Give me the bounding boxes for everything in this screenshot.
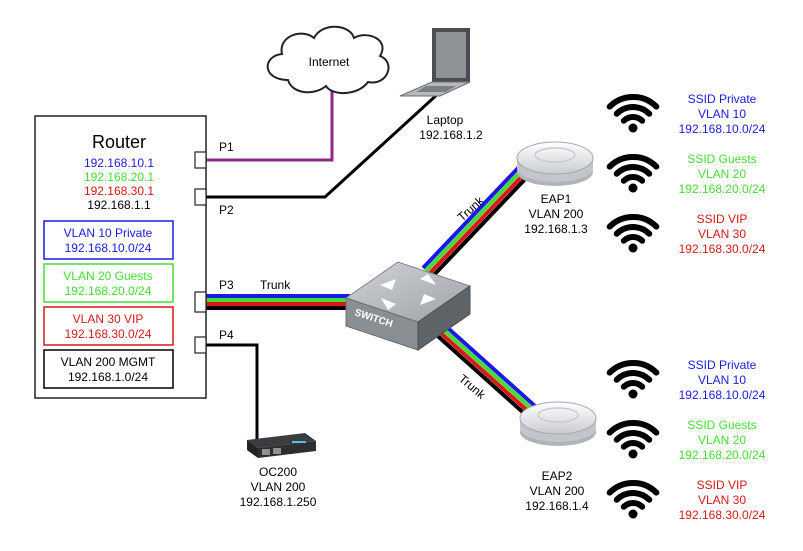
vlan-box-mgmt: VLAN 200 MGMT 192.168.1.0/24 <box>43 349 174 389</box>
ssid-name: SSID Private <box>688 92 757 106</box>
trunk-switch-eap2 <box>429 319 547 426</box>
ssid-name: SSID Guests <box>687 152 756 166</box>
vlan10-name: VLAN 10 Private <box>64 226 153 240</box>
port-p1 <box>194 151 207 169</box>
vlan-box-vlan20: VLAN 20 Guests 192.168.20.0/24 <box>43 263 174 303</box>
port-label-p2: P2 <box>219 203 234 217</box>
wifi-icon <box>606 420 660 459</box>
router-ip-vlan10: 192.168.10.1 <box>84 156 154 170</box>
wifi-icon <box>606 360 660 399</box>
eap2-access-point-icon <box>519 401 597 446</box>
vlan20-subnet: 192.168.20.0/24 <box>65 284 152 298</box>
port-p2 <box>194 188 207 206</box>
vlan10-subnet: 192.168.10.0/24 <box>65 241 152 255</box>
ssid-name: SSID VIP <box>697 478 748 492</box>
ssid-subnet: 192.168.30.0/24 <box>679 242 766 256</box>
vlan-box-vlan10: VLAN 10 Private 192.168.10.0/24 <box>43 220 174 260</box>
wifi-icon <box>606 94 660 133</box>
port-label-p3: P3 <box>219 278 234 292</box>
router-ip-vlan20: 192.168.20.1 <box>84 170 154 184</box>
trunk-router-switch <box>205 294 350 310</box>
oc200-vlan: VLAN 200 <box>251 480 306 494</box>
eap2-vlan: VLAN 200 <box>530 484 585 498</box>
router: Router 192.168.10.1 192.168.20.1 192.168… <box>34 115 207 399</box>
oc200-name: OC200 <box>259 465 297 479</box>
laptop-link <box>205 90 442 199</box>
mgmt-subnet: 192.168.1.0/24 <box>68 370 148 384</box>
laptop-ip: 192.168.1.2 <box>419 128 483 142</box>
wifi-icon <box>606 154 660 193</box>
eap1-ip: 192.168.1.3 <box>524 222 588 236</box>
ssid-vlan: VLAN 10 <box>698 373 746 387</box>
eap2-name: EAP2 <box>542 469 573 483</box>
wifi-icon <box>606 480 660 519</box>
ssid-subnet: 192.168.10.0/24 <box>679 122 766 136</box>
internet-link <box>205 85 334 162</box>
ssid-name: SSID Private <box>688 358 757 372</box>
ssid-subnet: 192.168.30.0/24 <box>679 508 766 522</box>
port-label-p4: P4 <box>219 328 234 342</box>
ssid-vlan: VLAN 30 <box>698 227 746 241</box>
vlan30-name: VLAN 30 VIP <box>73 312 144 326</box>
ssid-vlan: VLAN 30 <box>698 493 746 507</box>
switch-icon <box>344 261 472 351</box>
port-label-p1: P1 <box>219 140 234 154</box>
eap2-ip: 192.168.1.4 <box>525 499 589 513</box>
internet-cloud: Internet <box>266 25 390 94</box>
oc200-controller-icon <box>247 433 316 458</box>
router-title: Router <box>92 132 146 152</box>
controller-link <box>205 343 259 445</box>
ssid-vlan: VLAN 20 <box>698 167 746 181</box>
ssid-vlan: VLAN 20 <box>698 433 746 447</box>
vlan-box-vlan30: VLAN 30 VIP 192.168.30.0/24 <box>43 306 174 346</box>
internet-label: Internet <box>309 55 350 69</box>
mgmt-name: VLAN 200 MGMT <box>61 355 156 369</box>
eap1-access-point-icon <box>516 141 594 186</box>
eap1-vlan: VLAN 200 <box>529 207 584 221</box>
eap1-name: EAP1 <box>541 192 572 206</box>
ssid-name: SSID Guests <box>687 418 756 432</box>
port-p3 <box>194 291 207 313</box>
trunk-switch-eap1 <box>421 164 531 279</box>
trunk-label-router: Trunk <box>260 278 291 292</box>
ssid-subnet: 192.168.20.0/24 <box>679 448 766 462</box>
router-ip-mgmt: 192.168.1.1 <box>87 198 151 212</box>
laptop-name: Laptop <box>427 113 464 127</box>
ssid-subnet: 192.168.10.0/24 <box>679 388 766 402</box>
router-ip-vlan30: 192.168.30.1 <box>84 184 154 198</box>
wifi-icon <box>606 214 660 253</box>
vlan20-name: VLAN 20 Guests <box>63 269 152 283</box>
port-p4 <box>194 336 207 354</box>
ssid-name: SSID VIP <box>697 212 748 226</box>
ssid-vlan: VLAN 10 <box>698 107 746 121</box>
ssid-subnet: 192.168.20.0/24 <box>679 182 766 196</box>
vlan30-subnet: 192.168.30.0/24 <box>65 327 152 341</box>
oc200-ip: 192.168.1.250 <box>240 495 317 509</box>
laptop-icon <box>399 28 471 97</box>
